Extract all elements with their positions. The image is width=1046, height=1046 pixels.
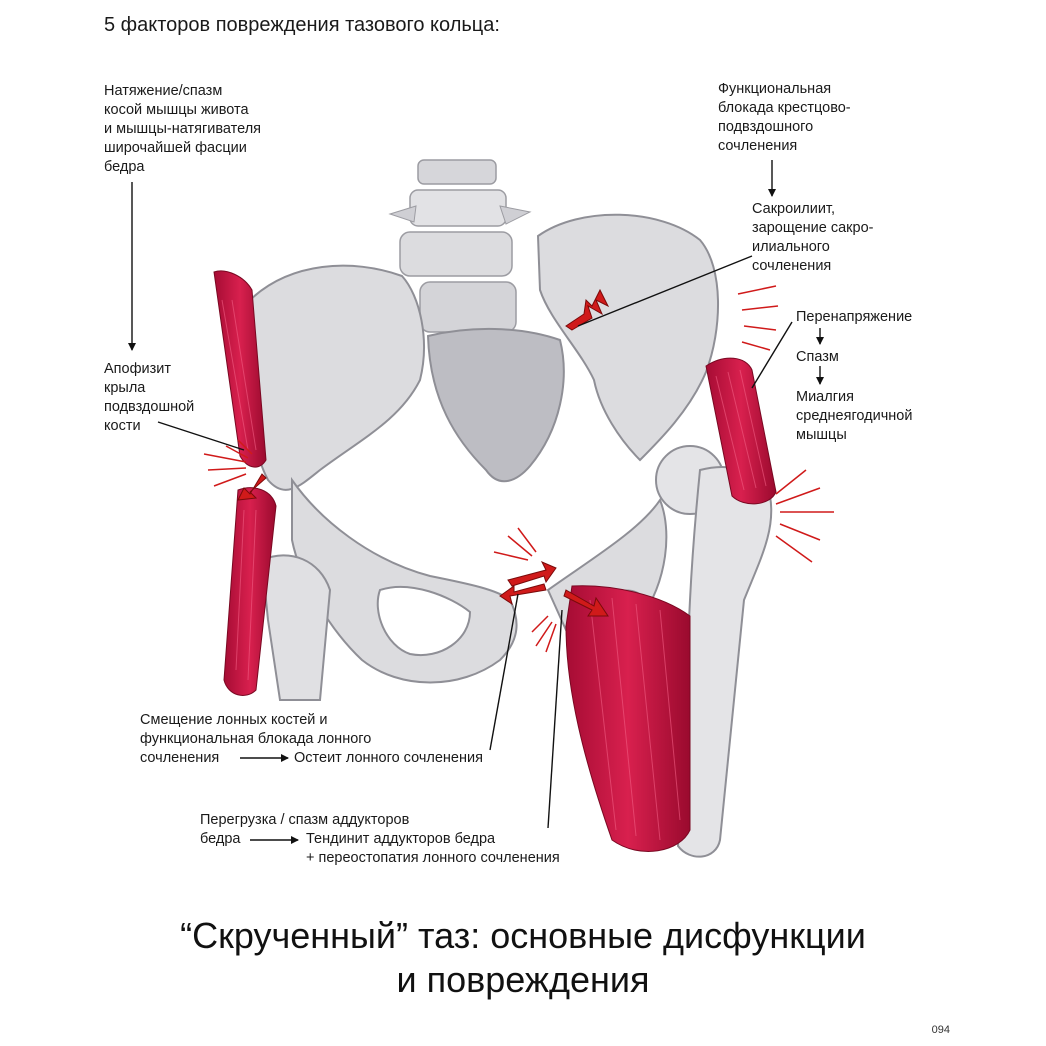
label-myalgia: Миалгия среднеягодичной мышцы [796,389,913,443]
leader-lines [128,160,824,844]
label-osteitis: Остеит лонного сочленения [294,750,483,766]
label-overstrain: Перенапряжение [796,309,913,325]
label-tendinitis: Тендинит аддукторов бедра [306,831,496,847]
caption-line-1: “Скрученный” таз: основные дисфункции [180,915,866,956]
label-oblique-spasm: Натяжение/спазм косой мышцы живота и мыш… [104,83,262,175]
diagram-title: 5 факторов повреждения тазового кольца: [104,14,500,36]
label-periostopathy: + переостопатия лонного сочленения [306,850,560,866]
left-femur [260,554,332,701]
label-sacroiliitis: Сакроилиит, зарощение сакро- илиального … [752,201,874,274]
label-hip-word: бедра [200,831,241,847]
gluteus-medius-muscle [705,357,777,505]
femur [655,445,773,858]
adductor-muscle [565,585,691,852]
label-pubic-shift: Смещение лонных костей и функциональная … [140,712,372,747]
label-apophysitis: Апофизит крыла подвздошной кости [104,361,195,434]
label-spasm: Спазм [796,349,839,365]
page-number: 094 [931,1024,950,1036]
caption: “Скрученный” таз: основные дисфункции и … [0,914,1046,1002]
lumbar-spine [388,159,532,333]
pelvis-bones [248,213,719,684]
red-arrows [237,288,610,617]
label-si-block: Функциональная блокада крестцово- подвзд… [718,81,851,154]
muscles [213,270,777,852]
label-adductor-overload: Перегрузка / спазм аддукторов [200,812,410,828]
left-upper-muscle [213,270,267,468]
label-pubic-joint-word: сочленения [140,750,220,766]
caption-line-2: и повреждения [396,959,650,1000]
pain-rays [203,285,834,653]
